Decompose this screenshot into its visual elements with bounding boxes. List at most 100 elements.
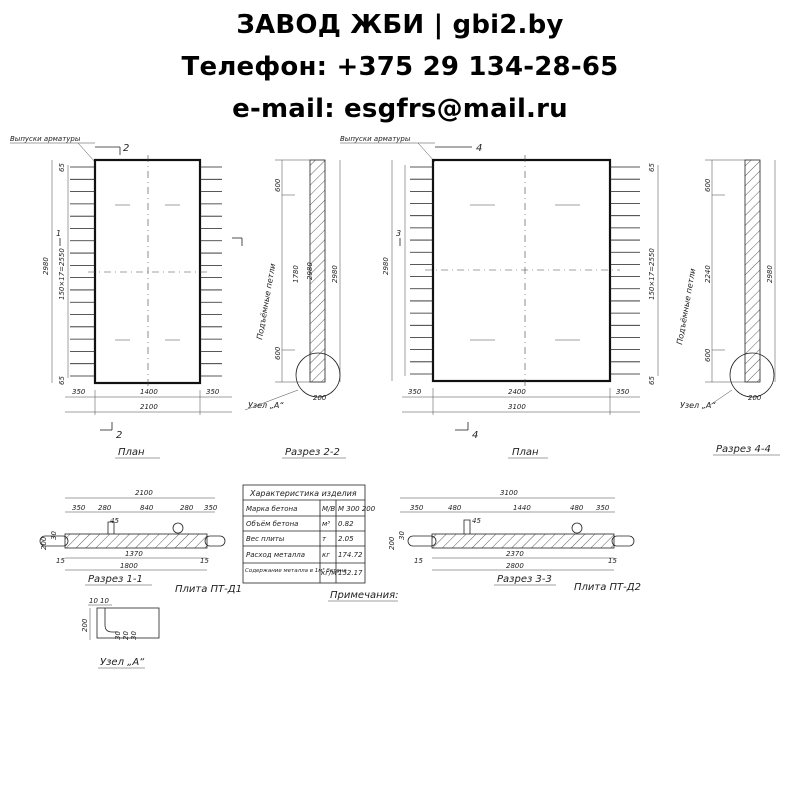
- section33-rebar-right: [611, 535, 635, 547]
- section33-plate-label: Плита ПТ-Д2: [574, 582, 641, 593]
- node-a-detail: 10 10 200 30 20 30 Узел „А“: [81, 597, 160, 669]
- table-row-2-name: Вес плиты: [246, 535, 285, 543]
- node-dim-1: 10: [100, 597, 109, 605]
- plan2-slab: [431, 158, 612, 383]
- plan2-section-mark-top: 4: [476, 143, 482, 154]
- section33-dim-base: 2800: [506, 562, 524, 570]
- plan2-rebar-label: Выпуски арматуры: [340, 135, 411, 143]
- section11-dim-low: 30: [50, 531, 58, 540]
- section11-dim-1: 280: [98, 504, 112, 512]
- table-row-3-name: Расход металла: [246, 551, 305, 559]
- section11-dim-inner: 1370: [125, 550, 143, 558]
- section33-dim-3: 480: [570, 504, 584, 512]
- plan2-section-mark-bottom: 4: [472, 430, 478, 441]
- section22-dim-total: 2980: [331, 265, 339, 283]
- section22-dim-full: 2980: [306, 262, 314, 280]
- section44-title: Разрез 4-4: [716, 444, 771, 455]
- section11-dim-0: 350: [72, 504, 86, 512]
- section33-dim-low: 30: [398, 531, 406, 540]
- node-detail-title: Узел „А“: [100, 657, 145, 668]
- table-row-4-name: Содержание металла в 1м³ бетона: [245, 567, 347, 574]
- plan1-rebar-left: [70, 166, 95, 377]
- section11-dim-3: 280: [180, 504, 194, 512]
- plan1-edge-bottom: 65: [58, 376, 66, 385]
- table-row-2-value: 2.05: [338, 535, 354, 543]
- section33-dim-4: 350: [596, 504, 610, 512]
- table-row-2-unit: т: [322, 535, 327, 543]
- plan1-rebar-right: [200, 166, 222, 377]
- table-row-4-unit: кг/м³: [321, 569, 340, 577]
- plan2-rebar-left: [410, 166, 433, 375]
- section33-dim-1: 480: [448, 504, 462, 512]
- table-row-3-value: 174.72: [338, 551, 363, 559]
- section11-dim-small: 45: [110, 517, 119, 525]
- section11-title: Разрез 1-1: [88, 574, 143, 585]
- node-detail-body: [96, 607, 160, 639]
- plan1-edge-top: 65: [58, 163, 66, 172]
- section11-rebar-right: [204, 535, 226, 547]
- plan1-section-mark-left: 1: [56, 229, 61, 238]
- table-row-0-name: Марка бетона: [246, 505, 297, 513]
- section22-dim-mid: 1780: [292, 265, 300, 283]
- plan2-dim-left: 350: [408, 388, 422, 396]
- section22-title: Разрез 2-2: [285, 447, 340, 458]
- table-title: Характеристика изделия: [249, 489, 357, 498]
- plan1-inner-dim: 150×17=2550: [58, 248, 66, 300]
- characteristics-table: Характеристика изделия Марка бетона М/В …: [242, 484, 399, 602]
- section-1-1: 2100 350 280 840 280 350 45 200 30 15 15…: [39, 489, 242, 595]
- node-dim-5: 30: [130, 631, 138, 640]
- table-row-4-value: 152.17: [338, 569, 363, 577]
- notes-label: Примечания:: [330, 590, 399, 601]
- table-frame: [242, 484, 366, 584]
- plan2-dim-mid: 2400: [508, 388, 526, 396]
- section33-dim-side-left: 15: [414, 557, 423, 565]
- section44-body: [744, 159, 761, 383]
- plan2-dim-right: 350: [616, 388, 630, 396]
- section33-dim-small: 45: [472, 517, 481, 525]
- section44-dim-top: 600: [704, 178, 712, 192]
- section22-node-circle: [295, 352, 341, 398]
- plan1-dim-right: 350: [206, 388, 220, 396]
- section11-dim-4: 350: [204, 504, 218, 512]
- section44-dim-total: 2980: [766, 265, 774, 283]
- section11-dim-base: 1800: [120, 562, 138, 570]
- node-dim-0: 10: [89, 597, 98, 605]
- section11-plate-label: Плита ПТ-Д1: [175, 584, 242, 595]
- header-email: e-mail: esgfrs@mail.ru: [232, 94, 568, 124]
- plan-2: Выпуски арматуры 4 2980 150×17=2550 65 6…: [340, 135, 659, 459]
- section11-dim-total: 2100: [135, 489, 153, 497]
- section11-rebar-left: [39, 535, 69, 547]
- plan-1: Выпуски арматуры 2 2980 150×17=2550 65 6…: [10, 135, 243, 459]
- section22-dim-top: 600: [274, 178, 282, 192]
- section33-rebar-left: [407, 535, 437, 547]
- section11-dim-side-right: 15: [200, 557, 209, 565]
- table-row-0-unit: М/В: [322, 505, 335, 513]
- node-dim-4: 20: [122, 631, 130, 640]
- section33-dim-total: 3100: [500, 489, 518, 497]
- section33-title: Разрез 3-3: [497, 574, 552, 585]
- section44-node-circle: [729, 352, 775, 398]
- plan1-dim-total: 2100: [140, 403, 158, 411]
- section33-dim-side-right: 15: [608, 557, 617, 565]
- section44-node-dim: 200: [748, 394, 762, 402]
- section-4-4: 600 2240 600 2980 Подъёмные петли Узел „…: [675, 159, 780, 456]
- plan2-edge-bottom: 65: [648, 376, 656, 385]
- plan1-title: План: [118, 447, 145, 458]
- section22-dim-bottom: 600: [274, 346, 282, 360]
- table-row-1-name: Объём бетона: [246, 520, 298, 528]
- section11-dim-height: 200: [40, 536, 48, 550]
- plan1-height-dim: 2980: [42, 257, 50, 275]
- table-row-1-unit: м³: [322, 520, 330, 528]
- header-factory: ЗАВОД ЖБИ | gbi2.by: [236, 10, 564, 40]
- plan1-dim-mid: 1400: [140, 388, 158, 396]
- section11-dim-2: 840: [140, 504, 154, 512]
- section33-dim-height: 200: [388, 536, 396, 550]
- section-3-3: 3100 350 480 1440 480 350 45 200 30 15 1…: [388, 489, 641, 593]
- plan1-slab: [93, 158, 202, 385]
- section22-loops-label: Подъёмные петли: [255, 263, 277, 341]
- section11-dim-side-left: 15: [56, 557, 65, 565]
- plan2-edge-top: 65: [648, 163, 656, 172]
- section11-body: [64, 533, 208, 549]
- section44-dim-full: 2240: [704, 265, 712, 283]
